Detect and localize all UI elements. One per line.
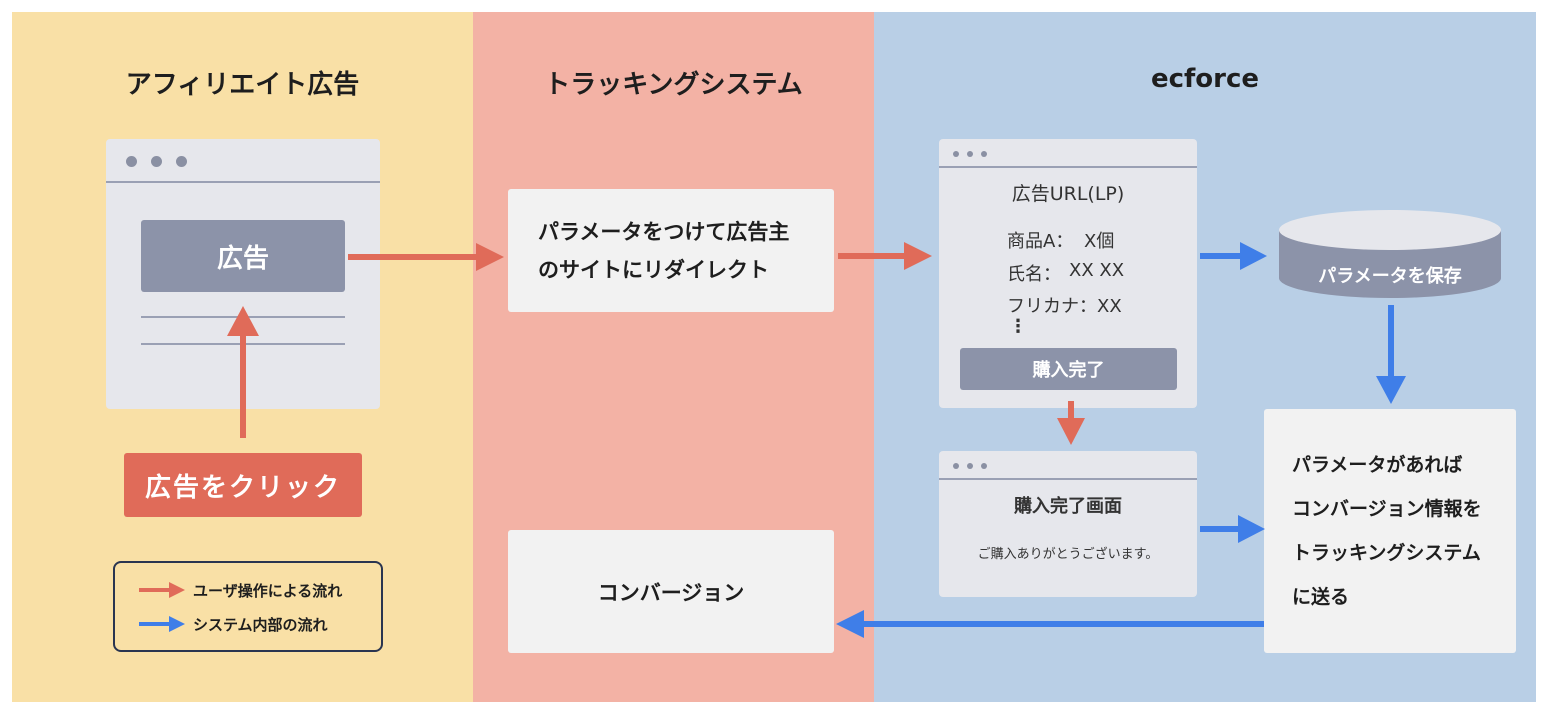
lp-title: 広告URL(LP) [1011,183,1125,205]
complete-browser-window: 購入完了画面 ご購入ありがとうございます。 [939,451,1197,597]
content-line [141,316,345,318]
ad-browser-window: 広告 [106,139,380,409]
database-label: パラメータを保存 [1318,266,1462,287]
ad-click-button[interactable]: 広告をクリック [124,453,362,517]
complete-title: 購入完了画面 [1014,496,1122,517]
user-flow-arrow-icon [139,582,185,598]
purchase-complete-button[interactable]: 購入完了 [960,348,1177,390]
window-dot-icon [967,463,973,469]
send-text-line4: に送る [1292,586,1350,608]
redirect-text-line2: のサイトにリダイレクト [538,257,769,282]
redirect-text-line1: パラメータをつけて広告主 [538,219,790,244]
lp-name-label: 氏名： [1007,264,1061,285]
send-text-line1: パラメータがあれば [1292,454,1463,476]
window-header-divider [939,478,1197,480]
content-line [141,343,345,345]
send-conversion-box: パラメータがあれば コンバージョン情報を トラッキングシステム に送る [1264,409,1516,653]
legend: ユーザ操作による流れ システム内部の流れ [113,561,383,652]
window-dot-icon [953,463,959,469]
redirect-box: パラメータをつけて広告主 のサイトにリダイレクト [508,189,834,312]
window-dots [126,156,187,167]
window-dots [953,463,987,469]
window-dot-icon [981,463,987,469]
legend-system-flow-label: システム内部の流れ [193,616,328,634]
window-header-divider [939,166,1197,168]
lp-product-qty: X個 [1084,231,1115,252]
conversion-box: コンバージョン [508,530,834,653]
window-dot-icon [967,151,973,157]
tracking-column-title: トラッキングシステム [544,70,803,100]
lp-product-label: 商品A： [1007,231,1074,252]
complete-message: ご購入ありがとうございます。 [977,547,1159,562]
affiliate-column-title: アフィリエイト広告 [125,70,360,100]
window-dot-icon [126,156,137,167]
legend-user-flow-label: ユーザ操作による流れ [193,582,343,600]
window-dot-icon [953,151,959,157]
ecforce-column-title: ecforce [1150,64,1260,94]
window-dot-icon [176,156,187,167]
lp-ellipsis: ⋮ [1009,316,1027,337]
window-dots [953,151,987,157]
send-text-line2: コンバージョン情報を [1292,498,1482,520]
send-text-line3: トラッキングシステム [1292,542,1481,564]
window-dot-icon [151,156,162,167]
window-header-divider [106,181,380,183]
ad-banner[interactable]: 広告 [141,220,345,292]
lp-browser-window: 広告URL(LP) 商品A： X個 氏名： XX XX フリカナ：XX ⋮ 購入… [939,139,1197,408]
lp-kana-field: フリカナ：XX [1007,296,1122,317]
system-flow-arrow-icon [139,616,185,632]
window-dot-icon [981,151,987,157]
database-cylinder-icon [1279,210,1501,298]
lp-name-value: XX XX [1069,260,1125,281]
